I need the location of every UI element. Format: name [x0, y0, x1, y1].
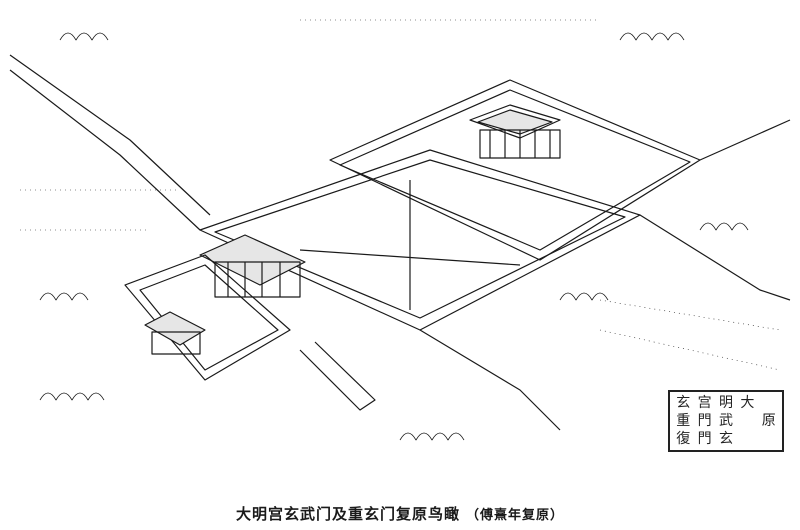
- front-enclosure: [124, 254, 291, 381]
- seal-char: 宫: [697, 395, 712, 411]
- seal-char: [737, 413, 757, 430]
- seal-stamp: 玄 宫 明 大 重 門 武 原 復 門 玄: [668, 390, 784, 452]
- ramp: [299, 341, 376, 411]
- chongxuan-gate-hall: [469, 104, 561, 159]
- seal-char: 復: [676, 431, 691, 447]
- seal-char: 武: [718, 413, 733, 429]
- figure-caption: 大明宫玄武门及重玄门复原鸟瞰 （傅熹年复原）: [0, 500, 800, 528]
- caption-credit: （傅熹年复原）: [466, 508, 565, 523]
- small-pavilion: [144, 311, 206, 355]
- main-courtyard: [199, 149, 641, 331]
- xuanwu-gate-hall: [199, 234, 306, 298]
- caption-title: 大明宫玄武门及重玄门复原鸟瞰: [235, 505, 460, 523]
- seal-char: 大: [740, 395, 755, 411]
- seal-char: [759, 395, 779, 412]
- seal-char: 原: [761, 413, 776, 429]
- seal-char: 重: [676, 413, 691, 429]
- palace-gate-drawing: [9, 19, 791, 441]
- seal-char: 門: [697, 431, 712, 447]
- seal-char: 玄: [676, 395, 691, 411]
- seal-char: 玄: [718, 431, 733, 447]
- seal-char: 門: [697, 413, 712, 429]
- seal-char: 明: [718, 395, 733, 411]
